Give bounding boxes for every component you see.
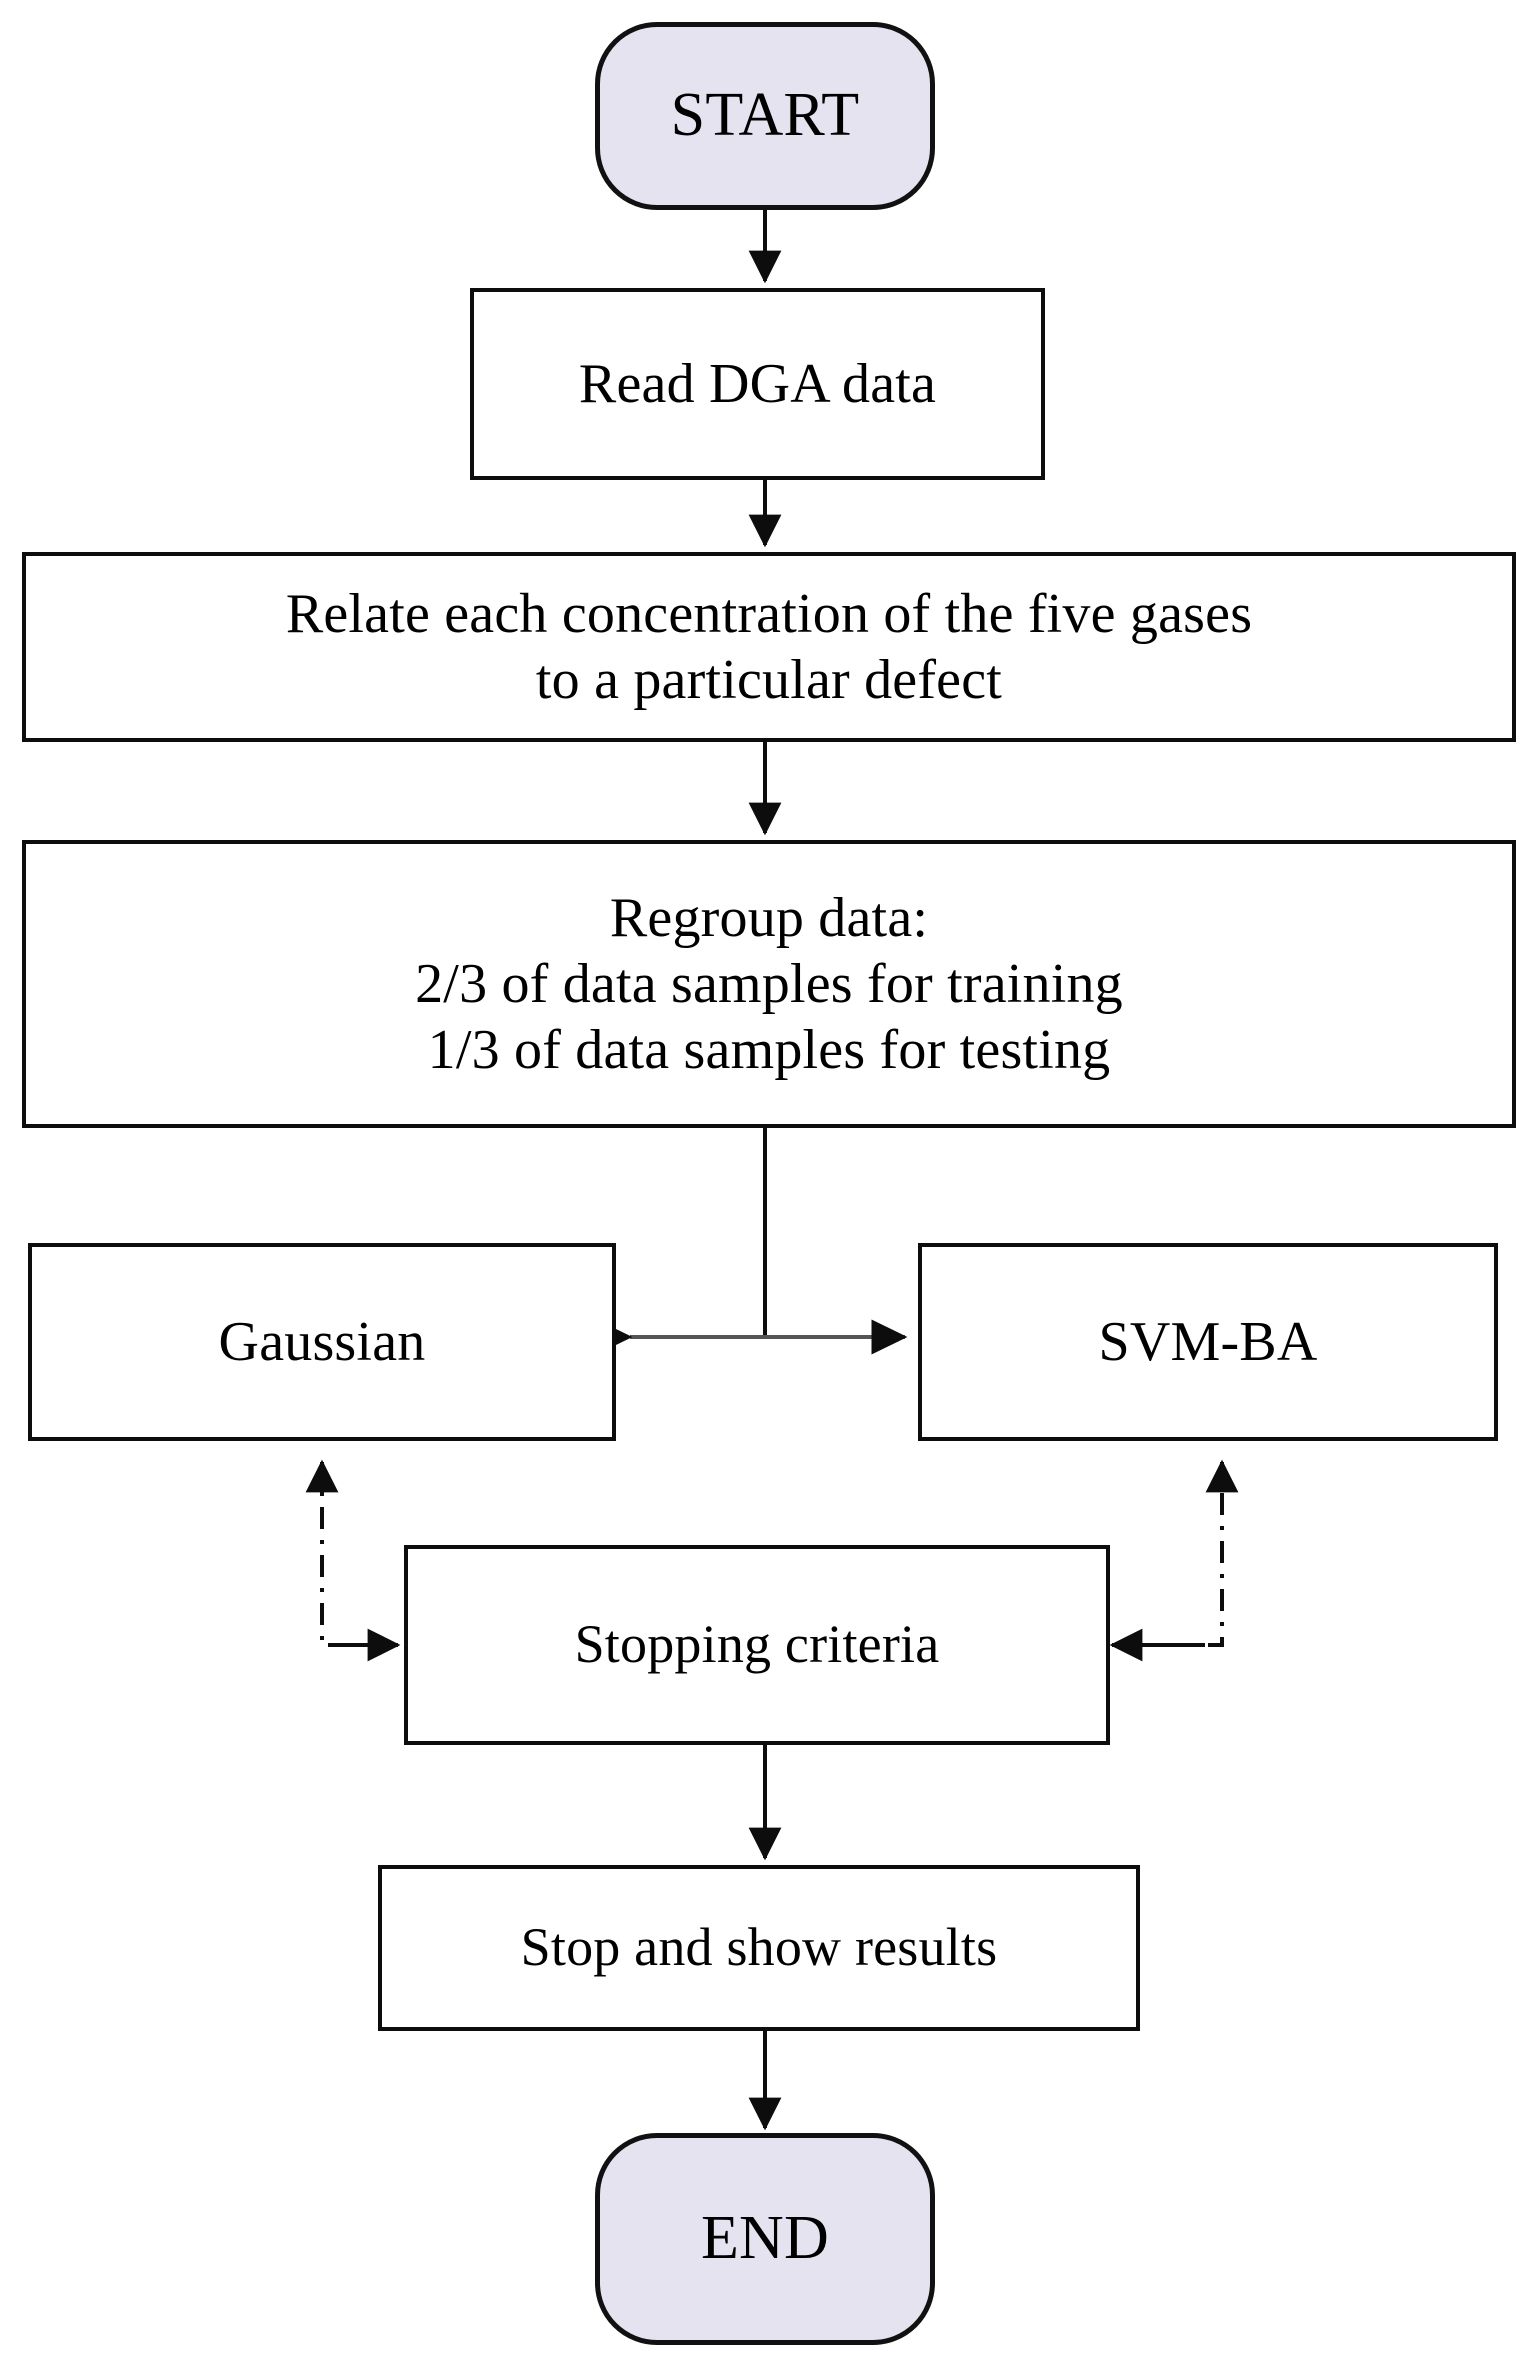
node-read-dga-data-label: Read DGA data — [578, 352, 937, 415]
edge-stopping-to-gaussian — [305, 1459, 401, 1662]
node-gaussian-label: Gaussian — [218, 1310, 426, 1373]
node-stopping-criteria[interactable]: Stopping criteria — [404, 1545, 1110, 1745]
edge-stopping-to-svmba — [1109, 1459, 1239, 1662]
node-end-label: END — [700, 2204, 830, 2273]
node-svm-ba[interactable]: SVM-BA — [918, 1243, 1498, 1441]
node-stop-and-show-results[interactable]: Stop and show results — [378, 1865, 1140, 2031]
node-start-label: START — [670, 81, 860, 150]
node-regroup-data-label: Regroup data: 2/3 of data samples for tr… — [415, 886, 1123, 1082]
node-svm-ba-label: SVM-BA — [1098, 1310, 1318, 1373]
node-stop-and-show-results-label: Stop and show results — [520, 1917, 998, 1978]
node-stopping-criteria-label: Stopping criteria — [574, 1614, 940, 1675]
node-end[interactable]: END — [595, 2133, 935, 2345]
node-relate-concentration-label: Relate each concentration of the five ga… — [285, 582, 1253, 711]
node-gaussian[interactable]: Gaussian — [28, 1243, 616, 1441]
node-start[interactable]: START — [595, 22, 935, 210]
node-read-dga-data[interactable]: Read DGA data — [470, 288, 1045, 480]
node-regroup-data[interactable]: Regroup data: 2/3 of data samples for tr… — [22, 840, 1516, 1128]
node-relate-concentration[interactable]: Relate each concentration of the five ga… — [22, 552, 1516, 742]
edge-regroup-to-models — [596, 1128, 908, 1355]
